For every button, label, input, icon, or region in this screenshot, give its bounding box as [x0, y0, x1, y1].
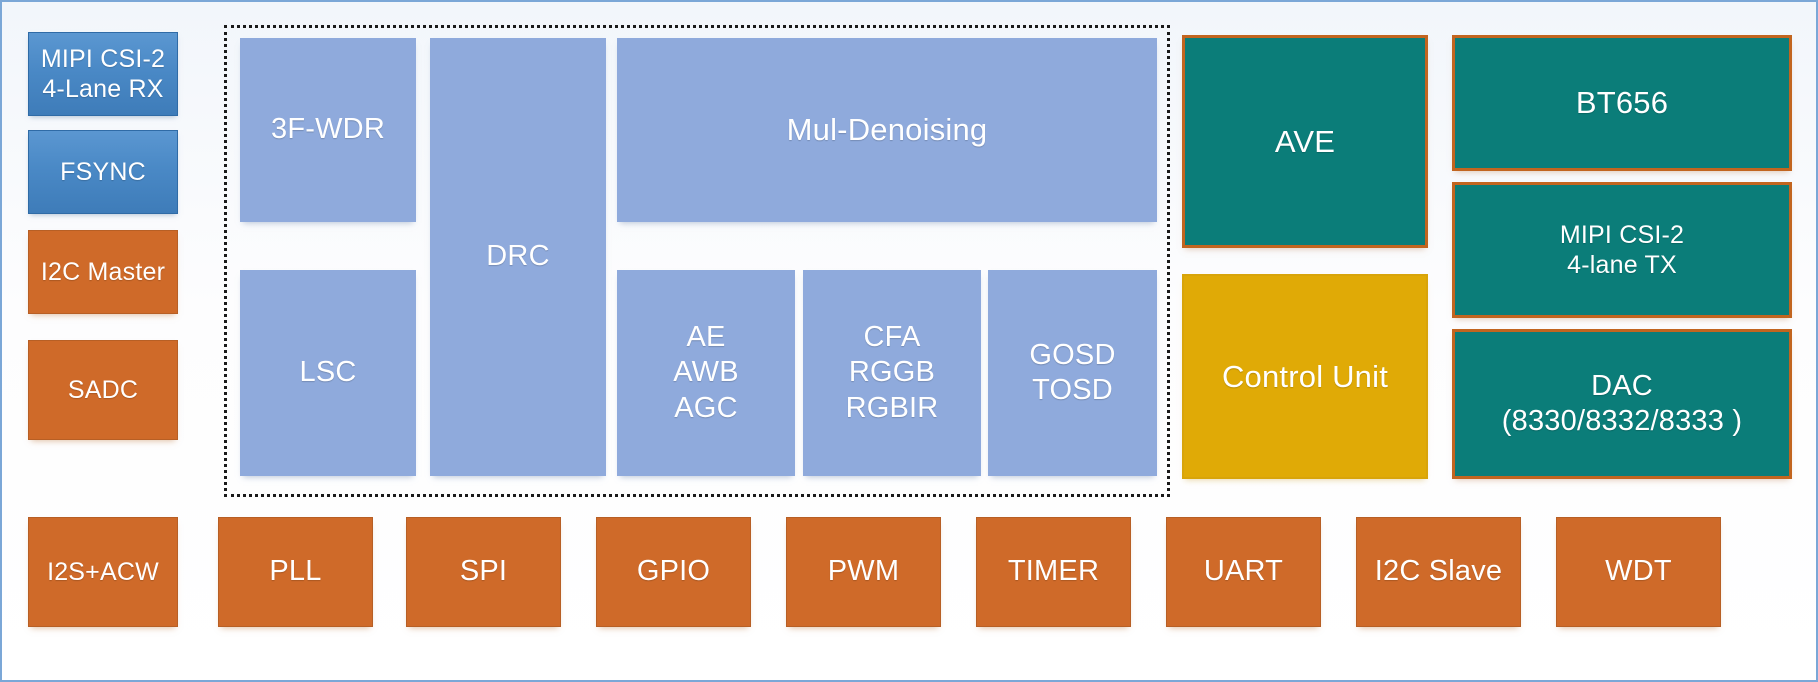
block-ave[interactable]: AVE: [1182, 35, 1428, 248]
block-bt656[interactable]: BT656: [1452, 35, 1792, 171]
block-pwm[interactable]: PWM: [786, 517, 941, 627]
block-3f-wdr[interactable]: 3F-WDR: [240, 38, 416, 222]
block-gosd-tosd[interactable]: GOSD TOSD: [988, 270, 1157, 476]
block-fsync[interactable]: FSYNC: [28, 130, 178, 214]
block-mipi-csi2-tx[interactable]: MIPI CSI-2 4-lane TX: [1452, 182, 1792, 318]
block-spi[interactable]: SPI: [406, 517, 561, 627]
block-cfa-rggb-rgbir[interactable]: CFA RGGB RGBIR: [803, 270, 981, 476]
block-sadc[interactable]: SADC: [28, 340, 178, 440]
block-pll[interactable]: PLL: [218, 517, 373, 627]
block-control-unit[interactable]: Control Unit: [1182, 274, 1428, 479]
block-dac[interactable]: DAC (8330/8332/8333 ): [1452, 329, 1792, 479]
block-lsc[interactable]: LSC: [240, 270, 416, 476]
block-drc[interactable]: DRC: [430, 38, 606, 476]
block-mipi-csi2-rx[interactable]: MIPI CSI-2 4-Lane RX: [28, 32, 178, 116]
block-i2c-master[interactable]: I2C Master: [28, 230, 178, 314]
block-wdt[interactable]: WDT: [1556, 517, 1721, 627]
block-timer[interactable]: TIMER: [976, 517, 1131, 627]
block-i2c-slave[interactable]: I2C Slave: [1356, 517, 1521, 627]
block-ae-awb-agc[interactable]: AE AWB AGC: [617, 270, 795, 476]
block-uart[interactable]: UART: [1166, 517, 1321, 627]
isp-pipeline-boundary: [224, 25, 1170, 497]
block-i2s-acw[interactable]: I2S+ACW: [28, 517, 178, 627]
block-gpio[interactable]: GPIO: [596, 517, 751, 627]
block-mul-denoising[interactable]: Mul-Denoising: [617, 38, 1157, 222]
